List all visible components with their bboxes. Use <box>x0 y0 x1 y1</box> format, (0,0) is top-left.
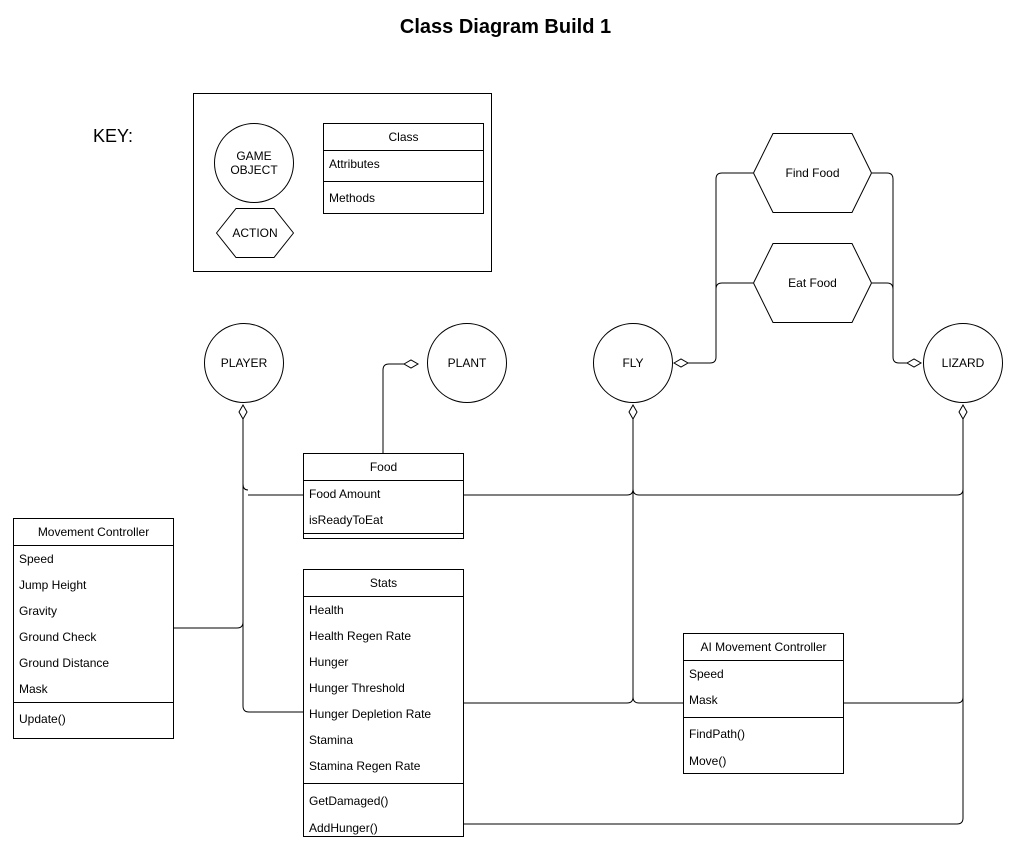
class-movement-controller: Movement Controller Speed Jump Height Gr… <box>13 518 174 739</box>
key-action-label: ACTION <box>232 226 278 240</box>
connector-lizard-stats <box>464 697 964 825</box>
key-class-methods: Methods <box>324 181 483 213</box>
class-movement-controller-attr: Speed <box>19 552 54 566</box>
class-stats-method: AddHunger() <box>309 821 378 835</box>
key-class-name: Class <box>324 124 483 151</box>
key-class-attributes: Attributes <box>329 157 380 171</box>
class-food-attr: isReadyToEat <box>309 513 384 527</box>
class-movement-controller-attr: Ground Check <box>19 630 97 644</box>
class-stats-name: Stats <box>304 570 463 597</box>
class-movement-controller-attr: Jump Height <box>19 578 87 592</box>
action-eat-food: Eat Food <box>753 243 872 323</box>
connector-find-food-lizard <box>872 172 907 364</box>
diamond-player <box>238 403 248 421</box>
class-stats-attr: Hunger <box>309 655 349 669</box>
action-eat-food-label: Eat Food <box>788 276 837 290</box>
connector-player-movement <box>174 419 244 629</box>
class-stats-attr: Hunger Threshold <box>309 681 405 695</box>
object-player: PLAYER <box>204 323 284 403</box>
class-ai-movement-controller: AI Movement Controller Speed Mask FindPa… <box>683 633 844 774</box>
class-ai-movement-controller-attr: Speed <box>689 667 724 681</box>
class-movement-controller-attr: Ground Distance <box>19 656 110 670</box>
connector-lizard-ai <box>844 489 964 704</box>
key-label: KEY: <box>93 126 134 146</box>
diamond-lizard-left <box>905 358 923 368</box>
class-stats-attr: Health Regen Rate <box>309 629 412 643</box>
class-ai-movement-controller-attr: Mask <box>689 693 718 707</box>
connector-player-stats <box>242 495 303 713</box>
diamond-fly-right <box>672 358 690 368</box>
class-ai-movement-controller-method: Move() <box>689 754 727 768</box>
class-stats-attr: Health <box>309 603 344 617</box>
action-find-food: Find Food <box>753 133 872 213</box>
class-stats-attr: Hunger Depletion Rate <box>309 707 432 721</box>
key-action: ACTION <box>216 208 294 258</box>
class-stats-attr: Stamina <box>309 733 354 747</box>
class-ai-movement-controller-name: AI Movement Controller <box>684 634 843 661</box>
connector-fly-find-food <box>688 172 753 364</box>
class-food-methods-divider <box>304 533 463 538</box>
class-ai-movement-controller-method: FindPath() <box>684 717 843 747</box>
class-movement-controller-attr: Gravity <box>19 604 58 618</box>
connector-food-line <box>242 418 964 496</box>
connector-fly-stats-ai <box>464 489 683 704</box>
diamond-fly-bottom <box>628 403 638 421</box>
object-plant: PLANT <box>427 323 507 403</box>
page-title: Class Diagram Build 1 <box>399 16 612 38</box>
connector-plant-food <box>382 363 404 453</box>
class-stats: Stats Health Health Regen Rate Hunger Hu… <box>303 569 464 837</box>
key-class-box: Class Attributes Methods <box>323 123 484 214</box>
class-food: Food Food Amount isReadyToEat <box>303 453 464 539</box>
diamond-lizard-bottom <box>958 403 968 421</box>
class-food-name: Food <box>304 454 463 481</box>
class-movement-controller-attr: Mask <box>19 682 48 696</box>
object-lizard: LIZARD <box>923 323 1003 403</box>
class-movement-controller-name: Movement Controller <box>14 519 173 546</box>
connector-eat-food-lizard <box>872 282 894 290</box>
class-movement-controller-method: Update() <box>14 702 173 736</box>
class-stats-method: GetDamaged() <box>304 783 463 813</box>
connector-fly-eat-food <box>715 282 753 290</box>
key-game-object: GAME OBJECT <box>214 123 294 203</box>
action-find-food-label: Find Food <box>785 166 840 180</box>
key-box <box>193 93 492 272</box>
class-food-attr: Food Amount <box>309 487 381 501</box>
object-fly: FLY <box>593 323 673 403</box>
diamond-plant <box>402 359 420 369</box>
class-stats-attr: Stamina Regen Rate <box>309 759 421 773</box>
